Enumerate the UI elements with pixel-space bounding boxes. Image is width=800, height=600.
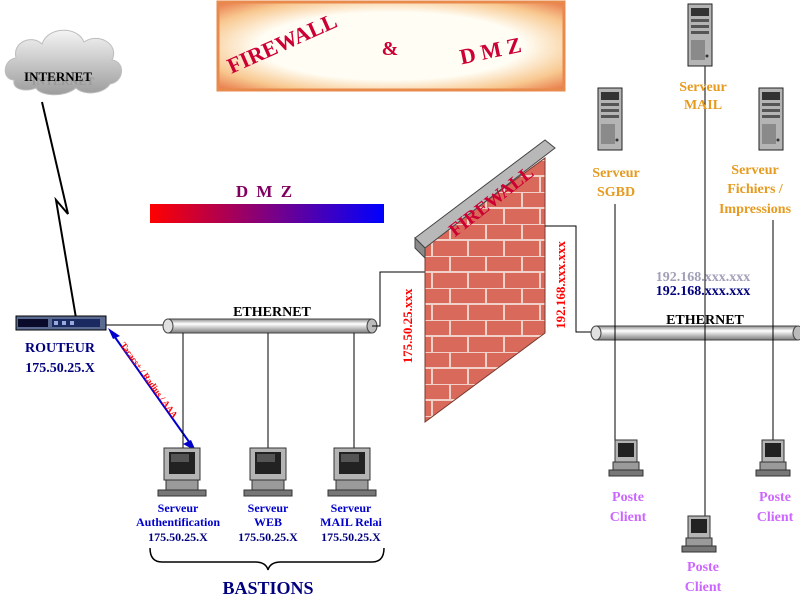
server-auth-icon bbox=[157, 447, 207, 497]
bastions-label: BASTIONS bbox=[222, 578, 313, 598]
server-files-icon bbox=[758, 87, 784, 151]
server-mail-icon bbox=[687, 3, 713, 67]
client-left-line2: Client bbox=[610, 510, 647, 525]
router-ip: 175.50.25.X bbox=[25, 361, 95, 376]
server-web-line1: Serveur bbox=[248, 501, 289, 515]
title-banner: FIREWALL & D M Z bbox=[216, 0, 566, 92]
internet-cloud-icon bbox=[4, 29, 122, 96]
cloud-label: INTERNET bbox=[24, 69, 92, 84]
server-sgbd-icon bbox=[597, 87, 623, 151]
bastions-brace bbox=[149, 547, 385, 571]
server-mail-relai-line1: Serveur bbox=[331, 501, 372, 515]
firewall-lan-ip: 192.168.xxx.xxx bbox=[553, 241, 568, 329]
router-name: ROUTEUR bbox=[25, 341, 96, 356]
server-web-icon bbox=[243, 447, 293, 497]
client-bottom-line1: Poste bbox=[687, 560, 719, 575]
dmz-firewall-link bbox=[372, 271, 425, 327]
client-left-icon bbox=[608, 439, 644, 477]
lan-ethernet-bus bbox=[590, 325, 800, 341]
server-auth-ip: 175.50.25.X bbox=[148, 530, 208, 544]
aaa-arrow-head-top bbox=[108, 328, 120, 339]
server-sgbd-line1: Serveur bbox=[592, 166, 639, 181]
server-web-ip: 175.50.25.X bbox=[238, 530, 298, 544]
dmz-gradient-bar bbox=[150, 204, 384, 223]
server-files-line1: Serveur bbox=[731, 163, 778, 178]
server-mail-line1: Serveur bbox=[679, 80, 726, 95]
server-sgbd-line2: SGBD bbox=[597, 185, 635, 200]
server-files-line3: Impressions bbox=[719, 202, 792, 217]
server-mail-relai-icon bbox=[327, 447, 377, 497]
aaa-link bbox=[111, 332, 193, 447]
lan-network-ip: 192.168.xxx.xxx bbox=[656, 284, 751, 299]
dmz-label: D M Z bbox=[236, 182, 294, 201]
client-right-line2: Client bbox=[757, 510, 794, 525]
firewall-lan-link bbox=[545, 225, 596, 333]
firewall-wall-icon bbox=[414, 139, 556, 423]
client-left-line1: Poste bbox=[612, 490, 644, 505]
dmz-ethernet-bus bbox=[162, 318, 378, 334]
client-right-icon bbox=[755, 439, 791, 477]
client-right-line1: Poste bbox=[759, 490, 791, 505]
server-web-line2: WEB bbox=[254, 515, 282, 529]
firewall-dmz-ip: 175.50.25.xxx bbox=[400, 288, 415, 363]
lan-network-ip-shadow: 192.168.xxx.xxx bbox=[656, 270, 751, 285]
server-auth-line1: Serveur bbox=[158, 501, 199, 515]
server-mail-relai-ip: 175.50.25.X bbox=[321, 530, 381, 544]
client-bottom-line2: Client bbox=[685, 580, 722, 595]
cloud-label-shadow: INTERNET bbox=[32, 74, 95, 88]
server-auth-line2: Authentification bbox=[136, 515, 220, 529]
server-mail-line2: MAIL bbox=[684, 98, 722, 113]
wan-link-lightning bbox=[41, 101, 77, 319]
router-icon bbox=[15, 315, 107, 331]
server-files-line2: Fichiers / bbox=[727, 182, 784, 197]
banner-ampersand: & bbox=[382, 38, 399, 60]
server-mail-relai-line2: MAIL Relai bbox=[320, 515, 382, 529]
dmz-ethernet-label: ETHERNET bbox=[233, 305, 311, 320]
aaa-link-label: Tacacs+ / Radius / AAA bbox=[118, 340, 180, 420]
client-bottom-icon bbox=[681, 515, 717, 553]
